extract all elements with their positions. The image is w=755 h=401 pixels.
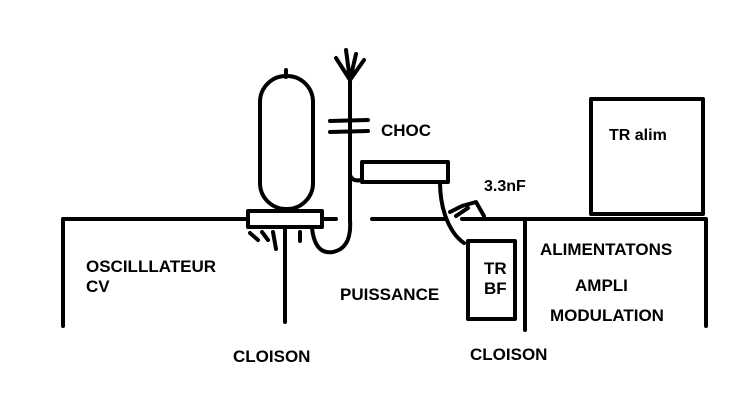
choke-coil bbox=[360, 160, 450, 184]
puissance-label: PUISSANCE bbox=[340, 285, 440, 304]
cv-label: CV bbox=[86, 277, 110, 296]
alimentations-label: ALIMENTATONS bbox=[540, 240, 673, 259]
antenna-capacitor-plate bbox=[328, 129, 370, 134]
plate-wire bbox=[310, 138, 353, 255]
tr-bf-label-line2: BF bbox=[484, 279, 507, 298]
choc-label: CHOC bbox=[381, 121, 432, 140]
power-tube bbox=[258, 74, 315, 211]
chassis-top-right bbox=[460, 217, 708, 328]
capacitor-3-3nf bbox=[448, 200, 486, 218]
tr-alim-label: TR alim bbox=[609, 127, 667, 144]
choke-lead-left bbox=[348, 173, 364, 183]
modulation-label: MODULATION bbox=[550, 306, 664, 325]
tr-bf-label-line1: TR bbox=[484, 259, 507, 278]
cloison-left-label: CLOISON bbox=[233, 347, 311, 366]
socket-pin bbox=[260, 230, 270, 242]
chassis-outline-left bbox=[61, 217, 250, 328]
antenna bbox=[334, 48, 366, 142]
capacitor-value-label: 3.3nF bbox=[484, 178, 526, 195]
cloison-right-label: CLOISON bbox=[470, 345, 548, 364]
antenna-capacitor-plate bbox=[328, 118, 370, 123]
tube-socket bbox=[246, 209, 324, 229]
socket-pin bbox=[248, 231, 260, 242]
choke-lead-right bbox=[438, 180, 466, 245]
ampli-label: AMPLI bbox=[575, 276, 628, 295]
tr-alim-transformer bbox=[589, 97, 705, 216]
tr-bf-transformer bbox=[466, 239, 517, 321]
oscillateur-label: OSCILLLATEUR bbox=[86, 257, 217, 276]
socket-pin bbox=[271, 230, 278, 251]
